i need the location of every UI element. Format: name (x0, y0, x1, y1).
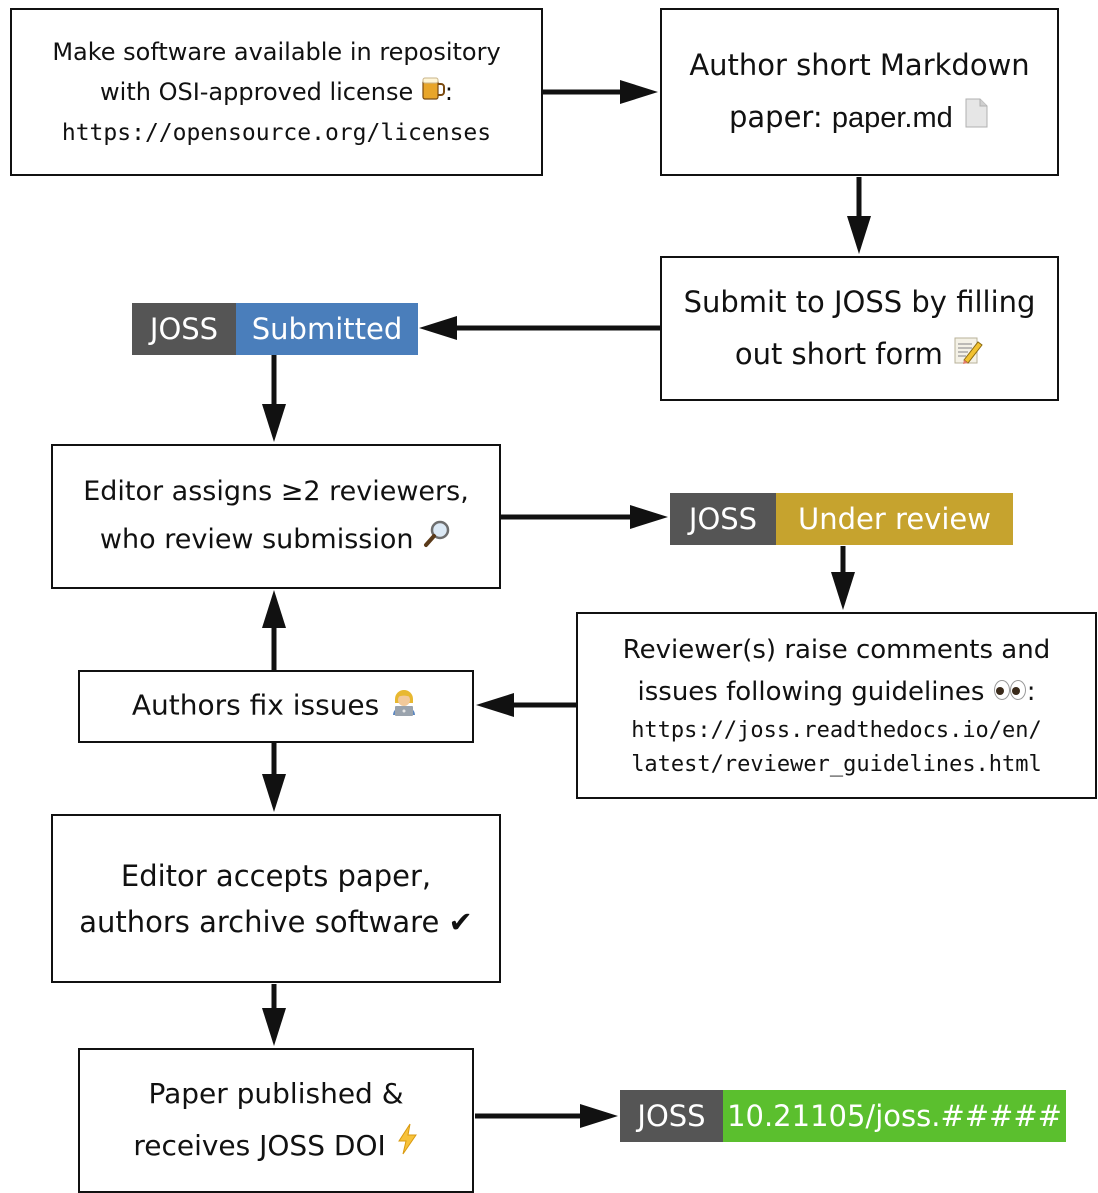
guidelines-url-part2: latest/reviewer_guidelines.html (631, 751, 1042, 777)
reviewers-line1: Reviewer(s) raise comments and (622, 635, 1051, 666)
step-reviewers-box: Reviewer(s) raise comments and issues fo… (576, 612, 1097, 799)
published-line2: receives JOSS DOI (133, 1129, 386, 1162)
technologist-icon (388, 685, 420, 728)
arrowhead (630, 505, 668, 529)
step-published-box: Paper published & receives JOSS DOI (78, 1048, 474, 1193)
fix-line1: Authors fix issues (131, 688, 380, 722)
submit-line1: Submit to JOSS by filling (683, 284, 1036, 319)
badge-joss-label: JOSS (620, 1090, 723, 1142)
badge-joss-label: JOSS (132, 303, 236, 355)
badge-review-status: Under review (776, 493, 1013, 545)
accept-line1: Editor accepts paper, (120, 858, 432, 893)
osi-license-url: https://opensource.org/licenses (61, 119, 492, 146)
beer-mug-icon (421, 73, 445, 113)
magnifier-icon (422, 517, 452, 565)
badge-joss-label: JOSS (670, 493, 776, 545)
arrowhead (419, 316, 457, 340)
accept-line2: authors archive software (79, 904, 440, 939)
step-fix-box: Authors fix issues (78, 670, 474, 743)
memo-icon (952, 330, 984, 382)
published-line1: Paper published & (148, 1077, 404, 1110)
arrowhead (476, 693, 514, 717)
arrowhead (262, 774, 286, 812)
paper-filename: paper.md (831, 102, 953, 134)
arrowhead (262, 1008, 286, 1046)
submit-line2: out short form (734, 336, 943, 371)
step-submit-box: Submit to JOSS by filling out short form (660, 256, 1059, 401)
repo-line2-colon: : (444, 77, 453, 106)
reviewers-line2: issues following guidelines (637, 677, 985, 708)
arrowhead (847, 216, 871, 254)
badge-submitted-status: Submitted (236, 303, 418, 355)
repo-line2: with OSI-approved license (100, 77, 414, 106)
arrowhead (262, 404, 286, 442)
arrowhead (580, 1104, 618, 1128)
step-repository-box: Make software available in repository wi… (10, 8, 543, 176)
arrowhead (831, 572, 855, 610)
paper-line1: Author short Markdown (689, 48, 1030, 82)
badge-doi-value: 10.21105/joss.##### (723, 1090, 1066, 1142)
arrowhead (262, 590, 286, 628)
repo-line1: Make software available in repository (52, 37, 501, 66)
arrowhead (620, 80, 658, 104)
eyes-icon (993, 672, 1027, 714)
editor-line2: who review submission (99, 524, 414, 556)
reviewers-line2-colon: : (1026, 677, 1036, 708)
joss-under-review-badge: JOSS Under review (670, 493, 1013, 545)
page-icon (962, 93, 990, 145)
guidelines-url-part1: https://joss.readthedocs.io/en/ (631, 717, 1042, 743)
step-paper-box: Author short Markdown paper: paper.md (660, 8, 1059, 176)
joss-submitted-badge: JOSS Submitted (132, 303, 418, 355)
check-mark-icon: ✔ (448, 904, 473, 939)
lightning-icon (395, 1121, 419, 1173)
joss-doi-badge: JOSS 10.21105/joss.##### (620, 1090, 1066, 1142)
step-editor-box: Editor assigns ≥2 reviewers, who review … (51, 444, 501, 589)
editor-line1: Editor assigns ≥2 reviewers, (83, 476, 469, 508)
step-accept-box: Editor accepts paper, authors archive so… (51, 814, 501, 983)
paper-line2: paper: (729, 100, 832, 134)
